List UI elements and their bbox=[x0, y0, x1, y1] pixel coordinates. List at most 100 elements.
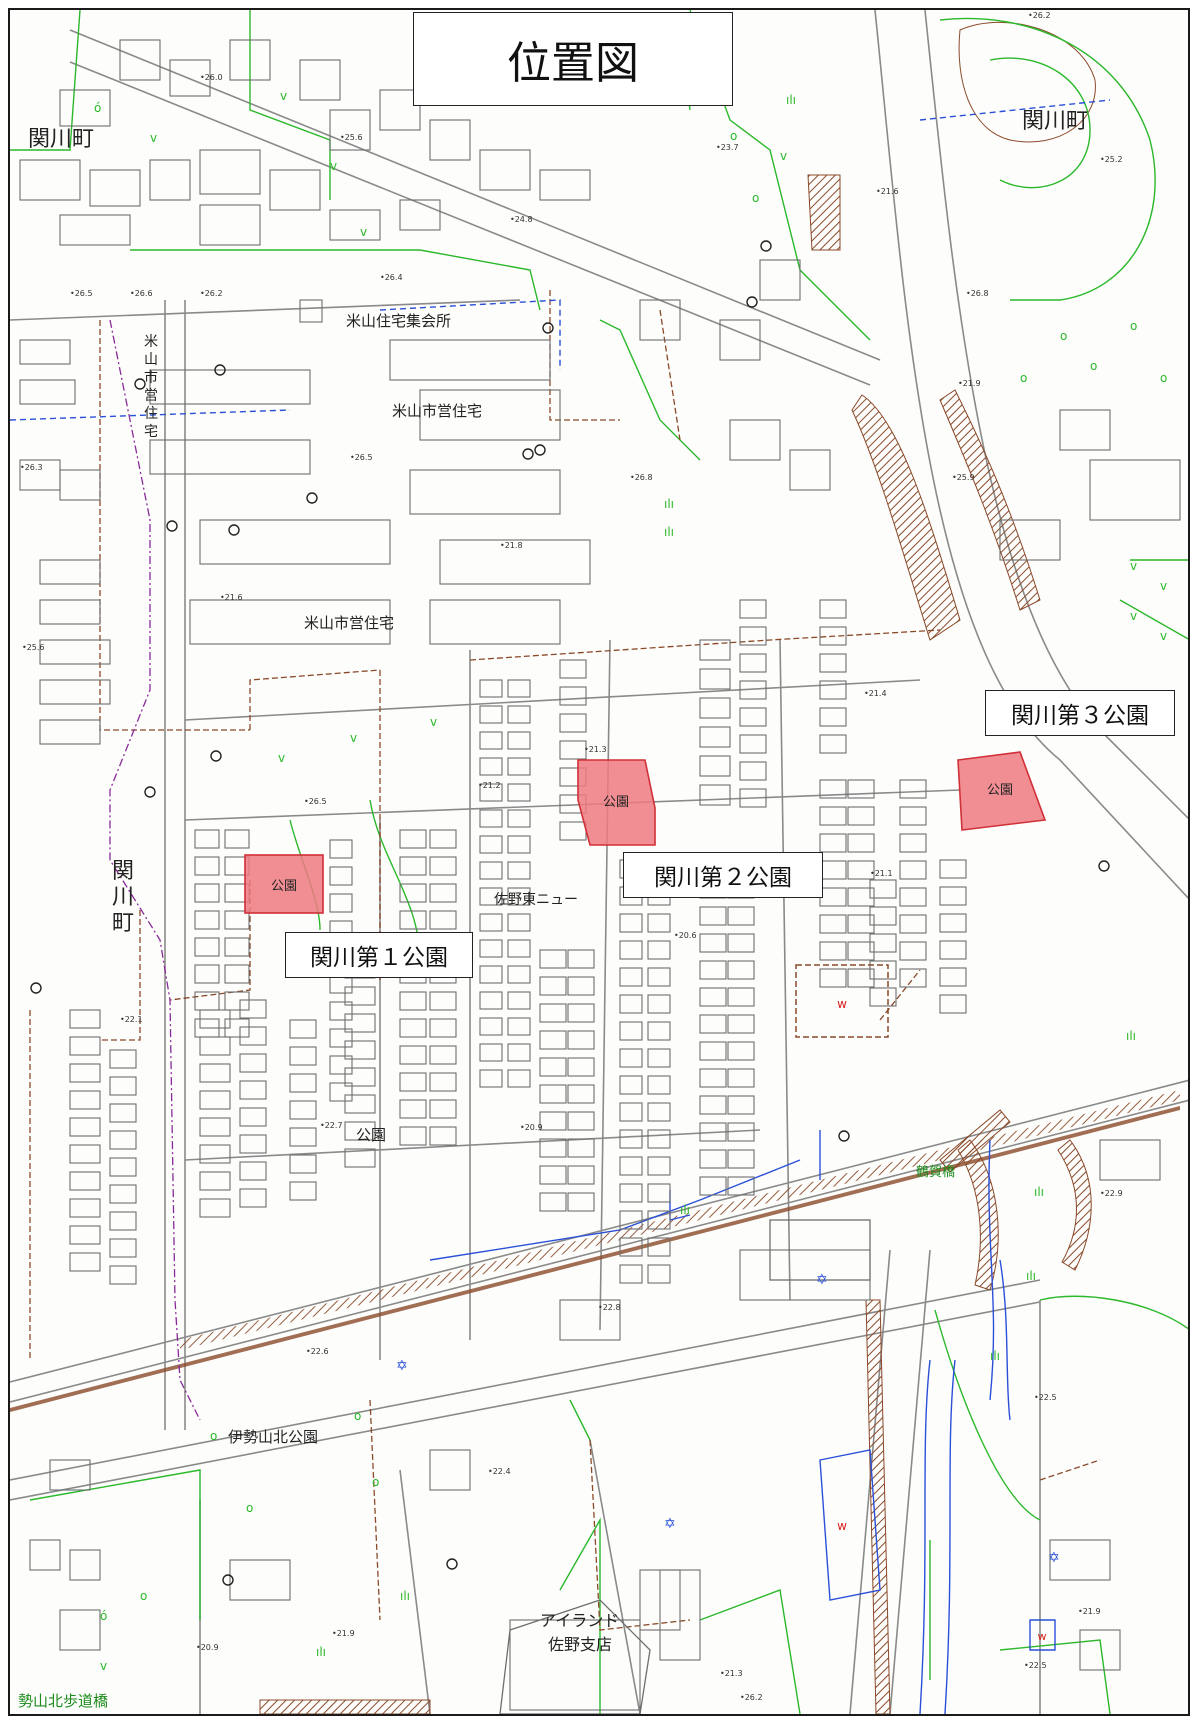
svg-text:v: v bbox=[780, 149, 787, 163]
svg-text:o: o bbox=[140, 1589, 147, 1603]
house bbox=[727, 1014, 755, 1034]
house bbox=[619, 1210, 643, 1230]
house bbox=[69, 1063, 101, 1083]
house bbox=[399, 991, 427, 1011]
house bbox=[819, 860, 847, 880]
house bbox=[699, 1068, 727, 1088]
house bbox=[429, 1018, 457, 1038]
house bbox=[109, 1157, 137, 1177]
spot-height: •21.8 bbox=[500, 541, 523, 550]
house bbox=[699, 933, 727, 953]
house bbox=[727, 1041, 755, 1061]
house bbox=[819, 653, 847, 673]
house bbox=[329, 893, 353, 913]
house bbox=[69, 1144, 101, 1164]
parking-symbol bbox=[522, 448, 534, 460]
spot-height: •20.6 bbox=[674, 931, 697, 940]
house bbox=[329, 839, 353, 859]
spot-height: •21.9 bbox=[958, 379, 981, 388]
house bbox=[727, 933, 755, 953]
house bbox=[399, 1018, 427, 1038]
house bbox=[69, 1225, 101, 1245]
house bbox=[539, 1192, 567, 1212]
svg-text:米: 米 bbox=[144, 334, 158, 350]
parking-symbol bbox=[222, 1574, 234, 1586]
house bbox=[109, 1103, 137, 1123]
house bbox=[567, 1192, 595, 1212]
spot-height: •26.3 bbox=[20, 463, 43, 472]
svg-text:v: v bbox=[430, 715, 437, 729]
house bbox=[939, 994, 967, 1014]
house bbox=[939, 859, 967, 879]
label-tsurugabashi: 鶴賀橋 bbox=[916, 1164, 955, 1180]
house bbox=[739, 653, 767, 673]
house bbox=[479, 679, 503, 698]
spot-height: •21.6 bbox=[220, 593, 243, 602]
svg-text:v: v bbox=[1130, 559, 1137, 573]
spot-height: •25.9 bbox=[952, 473, 975, 482]
house bbox=[619, 967, 643, 987]
house bbox=[479, 757, 503, 776]
house bbox=[399, 1045, 427, 1065]
railway-track bbox=[180, 1090, 1180, 1350]
house bbox=[507, 965, 531, 984]
house bbox=[727, 960, 755, 980]
house bbox=[619, 1075, 643, 1095]
house bbox=[869, 933, 897, 953]
facility-block bbox=[769, 1219, 871, 1281]
house bbox=[239, 1161, 267, 1181]
house bbox=[567, 1003, 595, 1023]
spot-height: •26.5 bbox=[70, 289, 93, 298]
park-3[interactable] bbox=[957, 751, 1047, 831]
house bbox=[567, 976, 595, 996]
house bbox=[69, 1036, 101, 1056]
svg-text:v: v bbox=[1160, 579, 1167, 593]
svg-text:ılı: ılı bbox=[786, 93, 796, 107]
svg-text:ılı: ılı bbox=[316, 1645, 326, 1659]
svg-text:o: o bbox=[730, 129, 737, 143]
house bbox=[899, 887, 927, 907]
house bbox=[479, 1017, 503, 1036]
park-2[interactable] bbox=[577, 759, 656, 846]
svg-text:ılı: ılı bbox=[680, 1203, 690, 1217]
house bbox=[699, 755, 731, 777]
house bbox=[239, 1188, 267, 1208]
spot-height: •22.4 bbox=[488, 1467, 511, 1476]
house bbox=[939, 967, 967, 987]
house bbox=[199, 1009, 231, 1029]
house bbox=[329, 1082, 353, 1102]
spot-height: •22.1 bbox=[120, 1015, 143, 1024]
house bbox=[699, 906, 727, 926]
parking-symbol bbox=[838, 1130, 850, 1142]
park-1-label: 公園 bbox=[271, 879, 297, 894]
house bbox=[194, 856, 220, 876]
parking-symbol bbox=[746, 296, 758, 308]
spot-height: •21.4 bbox=[864, 689, 887, 698]
house bbox=[329, 866, 353, 886]
house bbox=[647, 1129, 671, 1149]
house bbox=[69, 1009, 101, 1029]
spot-height: •22.6 bbox=[306, 1347, 329, 1356]
park-2-label: 公園 bbox=[603, 795, 629, 810]
house bbox=[699, 1014, 727, 1034]
house bbox=[647, 1210, 671, 1230]
house bbox=[559, 713, 587, 733]
house bbox=[567, 1165, 595, 1185]
house bbox=[429, 1072, 457, 1092]
svg-text:v: v bbox=[330, 159, 337, 173]
house bbox=[819, 626, 847, 646]
spot-height: •22.9 bbox=[1100, 1189, 1123, 1198]
house bbox=[199, 1036, 231, 1056]
embankments bbox=[259, 21, 1096, 1714]
house bbox=[507, 809, 531, 828]
svg-text:川: 川 bbox=[112, 885, 134, 910]
park-1[interactable] bbox=[244, 854, 324, 914]
house bbox=[939, 886, 967, 906]
house bbox=[429, 1045, 457, 1065]
svg-text:v: v bbox=[350, 731, 357, 745]
place-labels: 関川町 関川町 関 川 町 米山住宅集会所 米山 市営 住宅 米山市営住宅 米山… bbox=[18, 109, 1088, 1710]
svg-text:宅: 宅 bbox=[144, 424, 158, 440]
svg-text:営: 営 bbox=[144, 388, 158, 404]
house bbox=[619, 1183, 643, 1203]
house bbox=[899, 914, 927, 934]
